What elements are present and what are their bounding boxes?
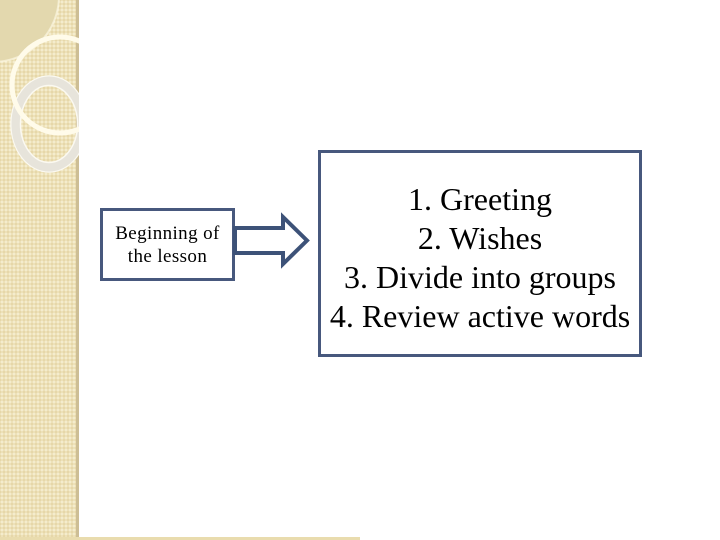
- strip-decoration: [0, 0, 79, 173]
- lesson-steps-box: 1. Greeting 2. Wishes 3. Divide into gro…: [318, 150, 642, 357]
- beginning-label-box: Beginning of the lesson: [100, 208, 235, 281]
- gray-ring-decor: [10, 75, 79, 173]
- bottom-accent-bar: [0, 537, 360, 540]
- white-ring-decor: [9, 34, 79, 136]
- label-line-1: Beginning of: [115, 222, 220, 244]
- right-arrow-icon: [233, 212, 310, 269]
- list-item: 4. Review active words: [329, 298, 631, 334]
- list-item: 2. Wishes: [417, 220, 543, 256]
- filled-circle-decor: [0, 0, 60, 63]
- list-item: 3. Divide into groups: [344, 259, 616, 295]
- label-line-2: the lesson: [127, 245, 208, 267]
- list-item: 1. Greeting: [408, 181, 552, 217]
